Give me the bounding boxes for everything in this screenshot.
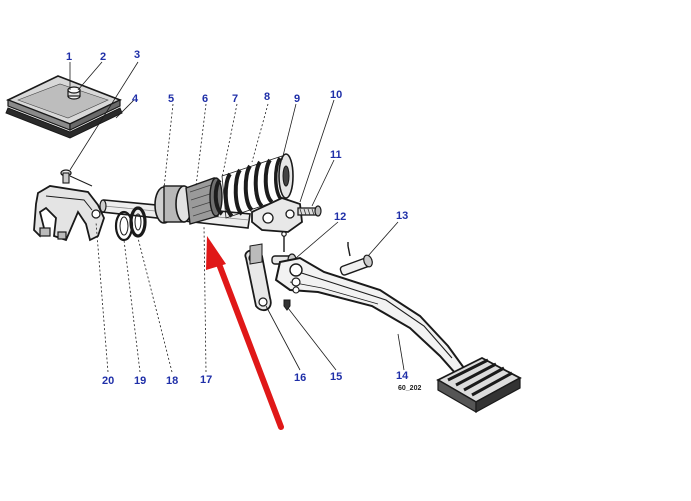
part-label-1: 1 bbox=[66, 51, 72, 63]
pedal-pad bbox=[436, 356, 522, 414]
part-label-12: 12 bbox=[334, 211, 346, 223]
release-fork bbox=[33, 185, 105, 242]
part-label-2: 2 bbox=[100, 51, 106, 63]
small-screw bbox=[60, 169, 93, 187]
pedal-pivot-pin bbox=[339, 242, 373, 276]
cover-plate bbox=[5, 75, 123, 139]
part-label-13: 13 bbox=[396, 210, 408, 222]
part-label-4: 4 bbox=[132, 93, 139, 105]
part-label-11: 11 bbox=[330, 149, 342, 161]
coil-spring bbox=[213, 155, 287, 219]
cotter-pin bbox=[283, 299, 291, 311]
shaft-lever bbox=[251, 197, 322, 233]
drawing-reference: 60_202 bbox=[398, 385, 421, 392]
clutch-pedal bbox=[274, 256, 466, 376]
bushing-housing bbox=[154, 177, 223, 225]
part-label-14: 14 bbox=[396, 370, 409, 382]
part-label-19: 19 bbox=[134, 375, 146, 387]
part-label-7: 7 bbox=[232, 93, 238, 105]
part-label-5: 5 bbox=[168, 93, 174, 105]
part-label-17: 17 bbox=[200, 374, 212, 386]
leader-lines bbox=[69, 61, 405, 373]
part-label-16: 16 bbox=[294, 372, 306, 384]
part-label-15: 15 bbox=[330, 371, 342, 383]
spring-end-cup bbox=[278, 153, 294, 199]
link-rod bbox=[244, 243, 272, 312]
part-label-9: 9 bbox=[294, 93, 300, 105]
highlight-arrow bbox=[206, 236, 284, 430]
part-label-18: 18 bbox=[166, 375, 178, 387]
part-label-3: 3 bbox=[134, 49, 140, 61]
part-number-labels: 1 2 3 4 5 6 7 8 9 10 11 12 13 14 15 16 1… bbox=[66, 49, 409, 387]
part-label-8: 8 bbox=[264, 91, 270, 103]
part-label-20: 20 bbox=[102, 375, 114, 387]
part-label-6: 6 bbox=[202, 93, 208, 105]
part-label-10: 10 bbox=[330, 89, 342, 101]
shaft-rings bbox=[114, 206, 147, 242]
